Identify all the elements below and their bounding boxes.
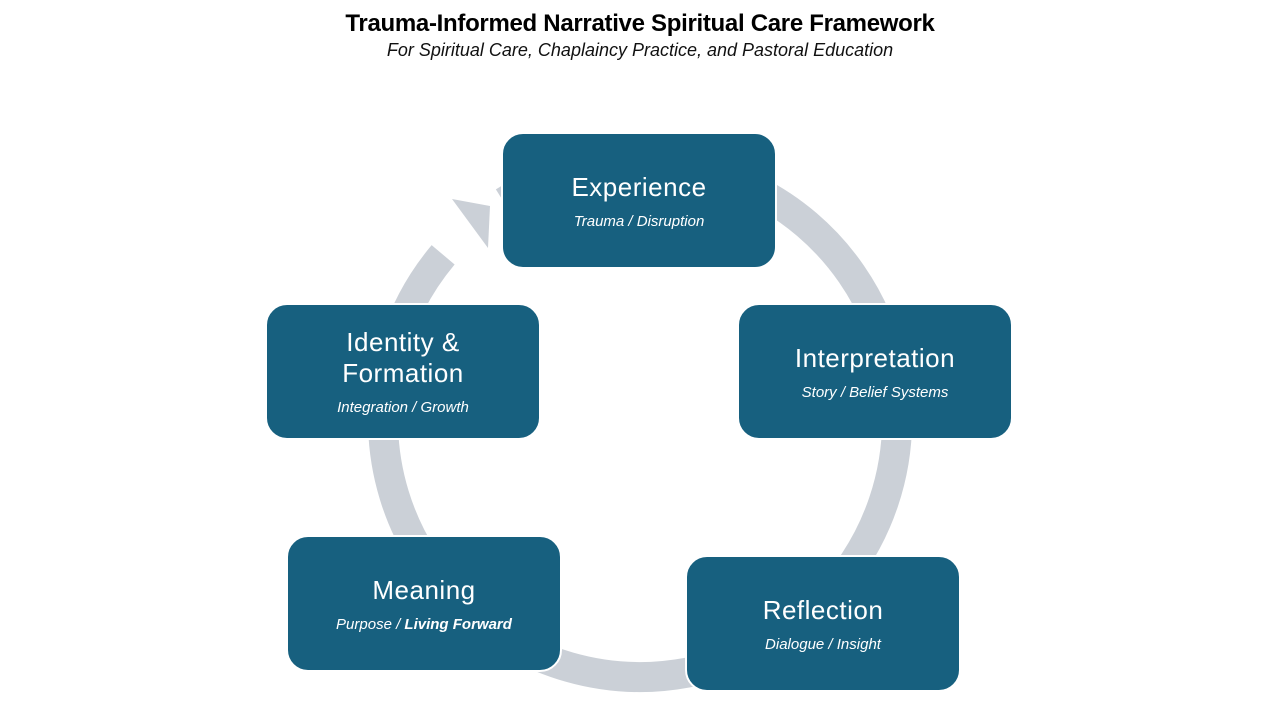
- node-sublabel: Trauma / Disruption: [573, 212, 705, 230]
- node-label-line1: Identity &: [346, 327, 460, 357]
- node-label: Reflection: [762, 594, 884, 625]
- cycle-arrowhead-icon: [452, 199, 490, 248]
- node-experience: Experience Trauma / Disruption: [501, 132, 777, 269]
- node-interpretation: Interpretation Story / Belief Systems: [737, 303, 1013, 440]
- diagram-subtitle: For Spiritual Care, Chaplaincy Practice,…: [386, 40, 894, 60]
- node-sublabel: Integration / Growth: [337, 399, 469, 416]
- node-label: Meaning: [372, 574, 476, 605]
- node-label-line2: Formation: [342, 358, 464, 388]
- node-label: Experience: [571, 171, 707, 202]
- node-reflection: Reflection Dialogue / Insight: [685, 555, 961, 692]
- node-sublabel: Story / Belief Systems: [801, 383, 949, 401]
- node-sublabel-bold: Living Forward: [404, 615, 512, 633]
- diagram-title: Trauma-Informed Narrative Spiritual Care…: [345, 10, 935, 37]
- node-meaning: Meaning Purpose / Living Forward: [286, 535, 562, 672]
- node-sublabel-plain: Purpose /: [336, 615, 405, 633]
- node-sublabel: Dialogue / Insight: [765, 635, 881, 653]
- node-sublabel: Purpose / Living Forward: [336, 616, 512, 633]
- node-identity-formation: Identity & Formation Integration / Growt…: [265, 303, 541, 440]
- node-label: Interpretation: [794, 342, 956, 373]
